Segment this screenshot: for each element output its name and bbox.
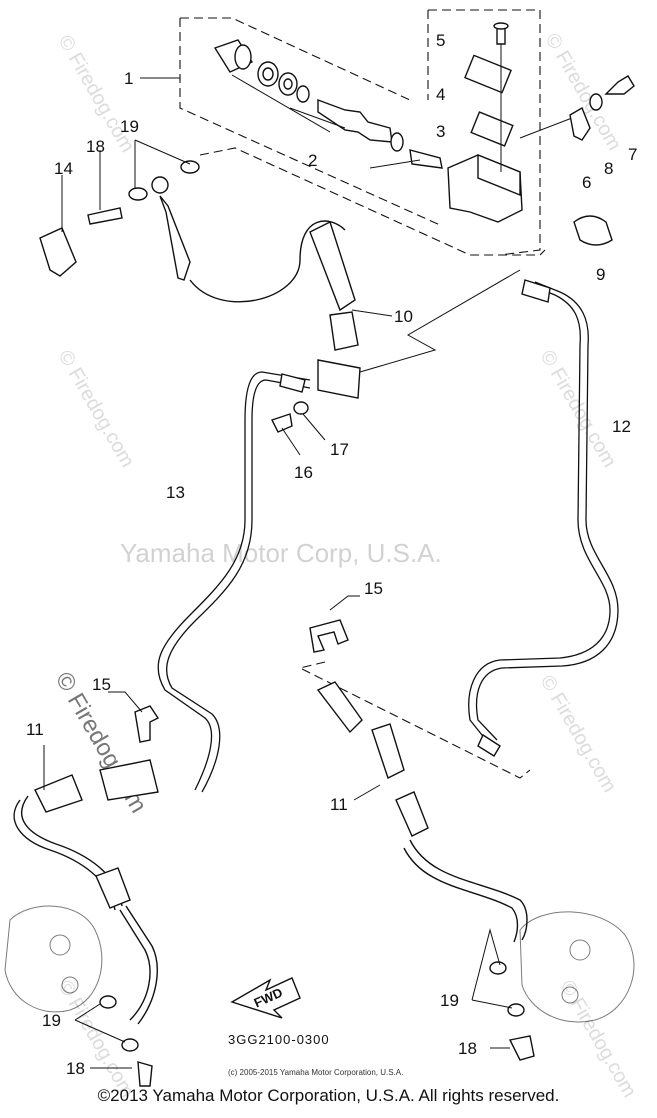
part-number-10: 10	[394, 307, 413, 326]
part-number-19-top: 19	[120, 117, 139, 136]
master-cylinder-body	[447, 22, 523, 223]
part-number-11-left: 11	[26, 720, 44, 739]
part-number-5: 5	[436, 31, 445, 50]
part-number-19-bottom-right: 19	[440, 991, 459, 1010]
front-caliper-right	[519, 911, 635, 1023]
part-number-1: 1	[124, 69, 133, 88]
watermark-side-mid-right: © Firedog.com	[536, 347, 621, 472]
part-number-18-bottom-left: 18	[66, 1059, 85, 1078]
watermark-main: Yamaha Motor Corp, U.S.A.	[120, 538, 442, 568]
part-number-11-right: 11	[330, 795, 348, 814]
brake-hose-left	[13, 705, 160, 1025]
diagram-code: 3GG2100-0300	[228, 1032, 330, 1047]
part-number-3: 3	[436, 122, 445, 141]
watermark-side-mid-left: © Firedog.com	[54, 347, 139, 472]
part-number-6: 6	[582, 173, 591, 192]
junction-bolt	[271, 401, 309, 433]
part-number-15-lower: 15	[92, 675, 111, 694]
part-number-2: 2	[308, 151, 317, 170]
part-number-18-top: 18	[86, 137, 105, 156]
brake-hose-right	[298, 619, 531, 943]
part-number-19-bottom-left: 19	[42, 1011, 61, 1030]
brake-hose-union-left	[39, 160, 200, 281]
part-number-12: 12	[612, 417, 631, 436]
brake-pipe-13	[157, 371, 311, 793]
part-number-8: 8	[604, 159, 613, 178]
fwd-arrow: FWD	[230, 977, 301, 1019]
part-number-13: 13	[166, 483, 185, 502]
part-number-16: 16	[294, 463, 313, 482]
part-number-7: 7	[628, 145, 637, 164]
part-number-4: 4	[436, 85, 445, 104]
watermark-side-bottom-right: © Firedog.com	[556, 977, 641, 1102]
brake-hose-upper	[189, 220, 361, 399]
lower-bolts	[99, 961, 535, 1087]
part-number-14: 14	[54, 159, 73, 178]
part-number-15-upper: 15	[364, 579, 383, 598]
front-caliper-left	[4, 905, 103, 1013]
part-number-17: 17	[330, 440, 349, 459]
brake-pipe-12	[468, 279, 619, 757]
part-number-9: 9	[596, 265, 605, 284]
part-number-18-bottom-right: 18	[458, 1039, 477, 1058]
holder-bolts	[569, 75, 635, 246]
watermark-side-bottom-left: © Firedog.com	[54, 977, 139, 1102]
piston-kit	[213, 39, 443, 169]
small-copyright: (c) 2005-2015 Yamaha Motor Corporation, …	[228, 1068, 403, 1077]
watermark-side-lower-right: © Firedog.com	[536, 672, 621, 797]
footer-copyright: ©2013 Yamaha Motor Corporation, U.S.A. A…	[97, 1086, 560, 1105]
